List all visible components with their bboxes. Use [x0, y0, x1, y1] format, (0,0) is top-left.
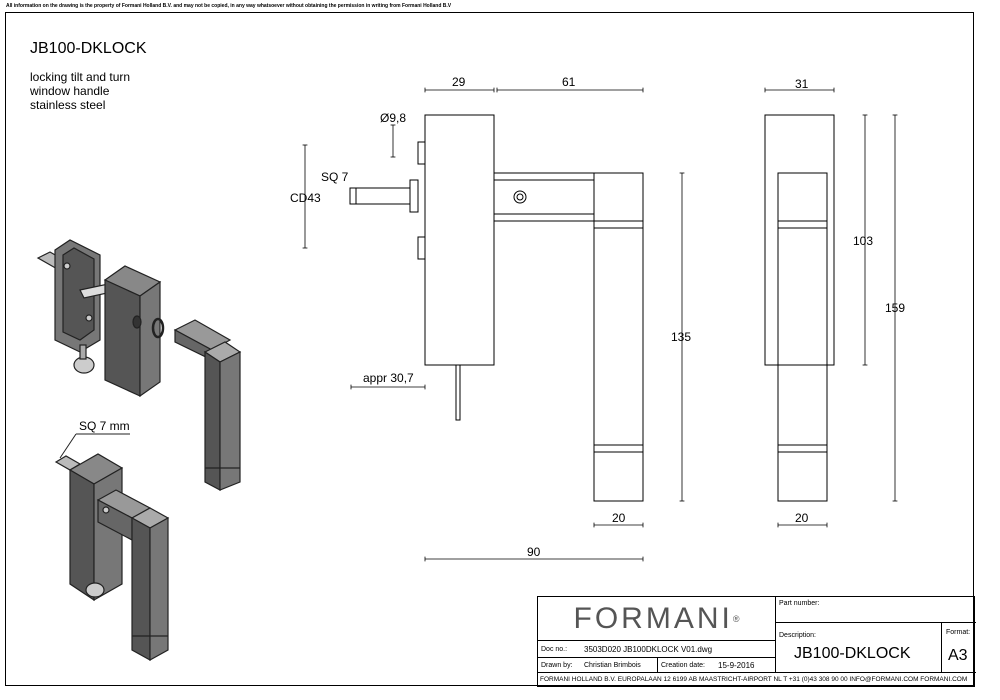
dimension-lines — [302, 87, 898, 562]
format-label: Format: — [946, 629, 971, 636]
dim-61: 61 — [562, 75, 576, 89]
formani-logo: FORMANI® — [573, 602, 740, 635]
dim-20-side: 20 — [612, 511, 626, 525]
dim-29: 29 — [452, 75, 466, 89]
side-view — [349, 114, 644, 502]
part-number-label: Part number: — [779, 600, 820, 607]
callout-sq7mm: SQ 7 mm — [79, 419, 130, 433]
description-cell: Description: JB100-DKLOCK — [776, 623, 942, 673]
dimension-labels: 29 61 31 Ø9,8 SQ 7 CD43 103 159 135 appr… — [290, 75, 905, 559]
dim-diameter-9-8: Ø9,8 — [380, 111, 406, 125]
description-value: JB100-DKLOCK — [794, 645, 911, 662]
logo-cell: FORMANI® — [538, 597, 776, 641]
dim-appr-30-7: appr 30,7 — [363, 371, 414, 385]
drawn-by-value: Christian Brimbois — [584, 662, 641, 669]
exploded-isometric-view — [36, 239, 242, 491]
creation-date-cell: Creation date: 15-9-2016 — [658, 658, 776, 673]
drawing-title: JB100-DKLOCK — [30, 40, 147, 57]
doc-no-cell: Doc no.: 3503D020 JB100DKLOCK V01.dwg — [538, 641, 776, 658]
company-footer: FORMANI HOLLAND B.V. EUROPALAAN 12 6199 … — [540, 676, 968, 683]
title-block: FORMANI® Part number: Description: JB100… — [537, 596, 976, 687]
dim-90: 90 — [527, 545, 541, 559]
doc-no-label: Doc no.: — [541, 646, 568, 653]
dim-sq7: SQ 7 — [321, 170, 349, 184]
drawing-frame — [5, 12, 974, 686]
creation-date-label: Creation date: — [661, 662, 705, 669]
assembled-isometric-view — [54, 433, 170, 662]
part-number-cell: Part number: — [776, 597, 976, 623]
doc-no-value: 3503D020 JB100DKLOCK V01.dwg — [584, 645, 713, 654]
dim-cd43: CD43 — [290, 191, 321, 205]
drawn-by-label: Drawn by: — [541, 662, 573, 669]
dim-31: 31 — [795, 77, 809, 91]
description-line: window handle — [30, 84, 110, 98]
product-description: locking tilt and turn window handle stai… — [30, 70, 130, 112]
dim-159: 159 — [885, 301, 905, 315]
copyright-notice: All information on the drawing is the pr… — [6, 3, 452, 9]
dim-135: 135 — [671, 330, 691, 344]
drawn-by-cell: Drawn by: Christian Brimbois — [538, 658, 658, 673]
front-view — [764, 114, 835, 502]
dim-20-front: 20 — [795, 511, 809, 525]
description-label: Description: — [779, 632, 816, 639]
format-cell: Format: A3 — [942, 623, 976, 673]
creation-date-value: 15-9-2016 — [718, 661, 755, 670]
description-line: locking tilt and turn — [30, 70, 131, 84]
dim-103: 103 — [853, 234, 873, 248]
description-line: stainless steel — [30, 98, 106, 112]
format-value: A3 — [948, 647, 968, 664]
